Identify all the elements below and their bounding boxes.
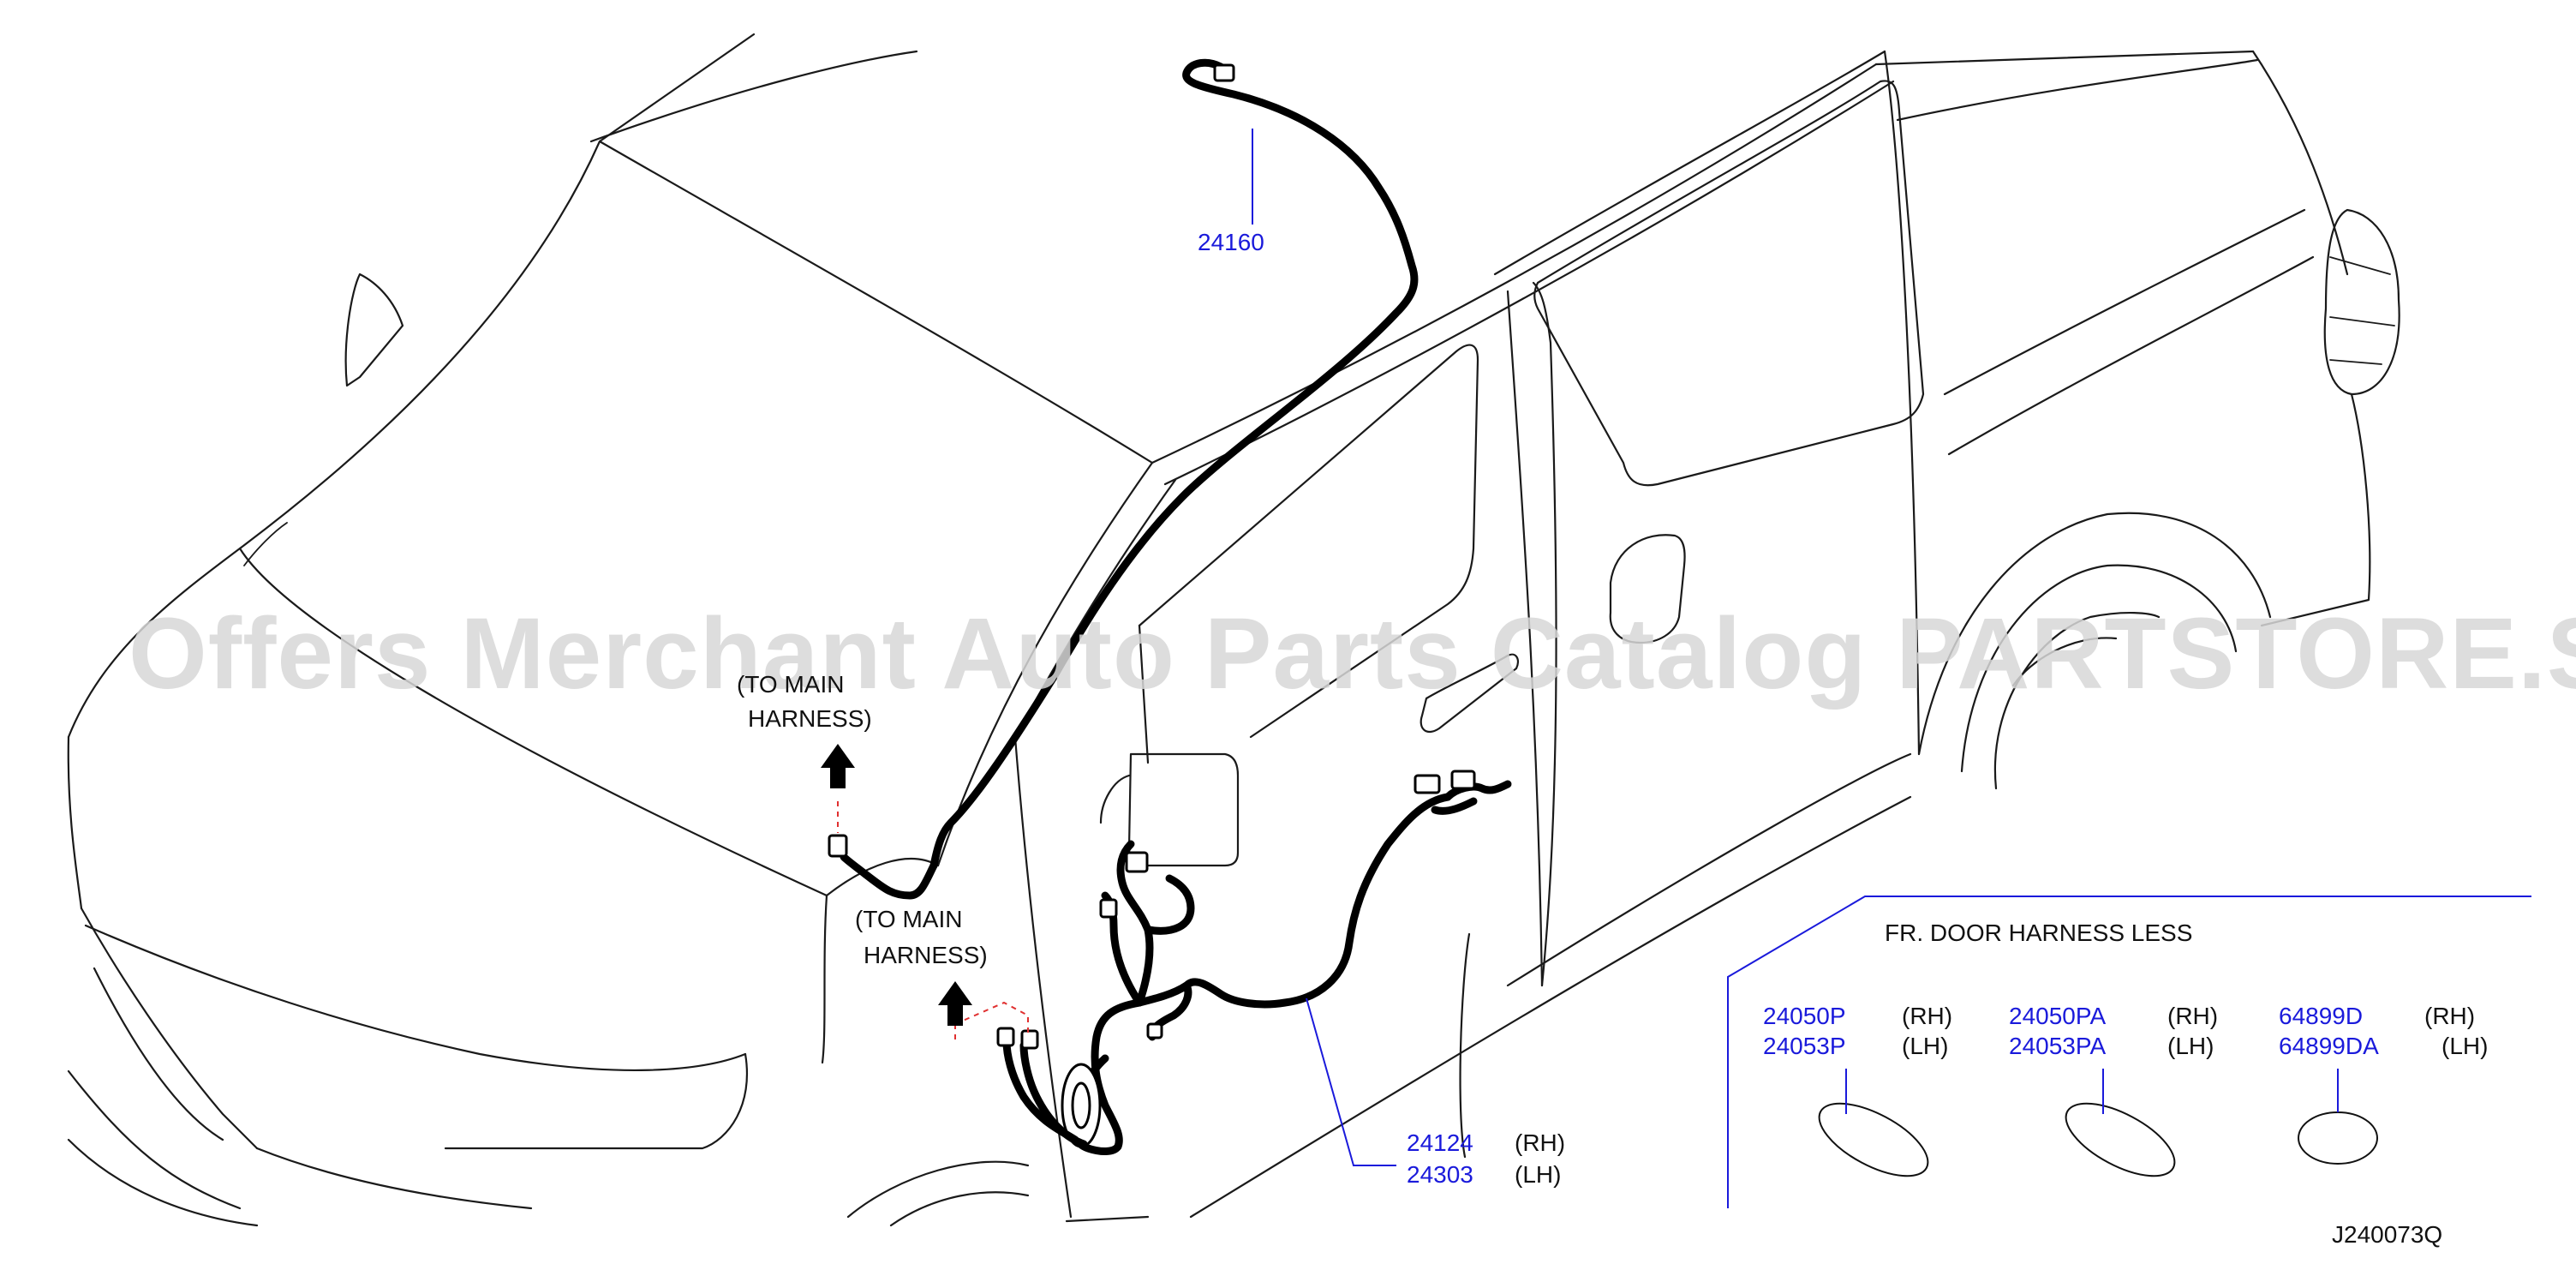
note-to-main-upper-2: HARNESS) [748, 705, 872, 732]
callout-24303: 24303 [1407, 1161, 1473, 1188]
inset-g1-lh-side: (LH) [1902, 1033, 1948, 1059]
inset-g1-rh-side: (RH) [1902, 1003, 1952, 1029]
plug-icon-3 [2298, 1111, 2378, 1165]
inset-title: FR. DOOR HARNESS LESS [1885, 920, 2192, 946]
front-door-harness [996, 770, 1512, 1155]
callout-24124: 24124 [1407, 1129, 1473, 1156]
cowl-connector [828, 834, 848, 858]
arrow-up-upper [821, 744, 855, 788]
callout-24124-side: (RH) [1515, 1129, 1565, 1156]
inset-g2-rh-side: (RH) [2167, 1003, 2218, 1029]
arrow-up-lower [938, 981, 972, 1026]
inset-g2-lh-part: 24053PA [2009, 1033, 2106, 1059]
roof-harness-24160 [828, 58, 1419, 900]
connection-hints [837, 801, 1029, 1041]
inset-g3-rh-side: (RH) [2424, 1003, 2475, 1029]
inset-g3-rh-part: 64899D [2279, 1003, 2363, 1029]
watermark-text: Offers Merchant Auto Parts Catalog PARTS… [129, 597, 2576, 710]
inset-g1-lh-part: 24053P [1763, 1033, 1846, 1059]
plug-icon-1 [1818, 1102, 1929, 1177]
plug-icon-2 [2065, 1102, 2176, 1177]
inset-fr-door-harness-less [1727, 896, 2531, 1208]
vehicle-outline [67, 33, 2400, 1227]
callout-24160: 24160 [1198, 229, 1264, 255]
to-main-arrows [821, 744, 972, 1026]
note-to-main-upper-1: (TO MAIN [737, 671, 844, 698]
diagram-id: J240073Q [2332, 1221, 2442, 1248]
leader-lines [1252, 129, 1396, 1166]
roof-connector [1213, 63, 1235, 82]
inset-g3-lh-side: (LH) [2442, 1033, 2488, 1059]
inset-g1-rh-part: 24050P [1763, 1003, 1846, 1029]
note-to-main-lower-1: (TO MAIN [855, 906, 962, 932]
callout-24303-side: (LH) [1515, 1161, 1561, 1188]
inset-g3-lh-part: 64899DA [2279, 1033, 2379, 1059]
note-to-main-lower-2: HARNESS) [864, 942, 988, 968]
inset-g2-lh-side: (LH) [2167, 1033, 2214, 1059]
inset-g2-rh-part: 24050PA [2009, 1003, 2106, 1029]
labels: Offers Merchant Auto Parts Catalog PARTS… [129, 229, 2576, 1248]
